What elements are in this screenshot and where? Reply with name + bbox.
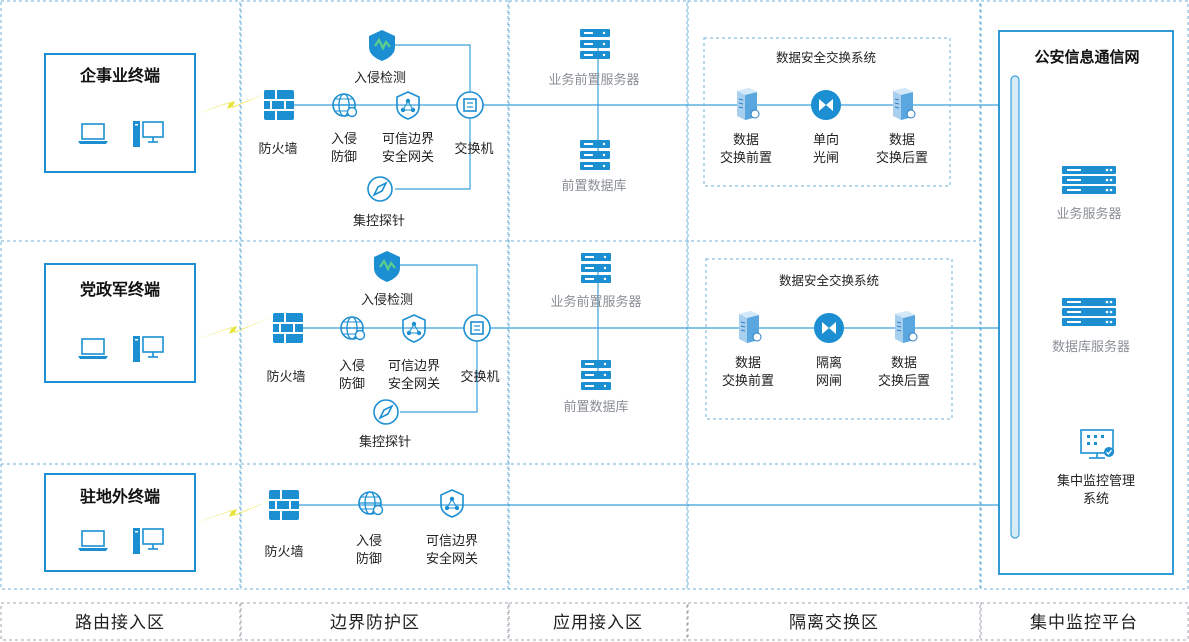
zone-border: 边界防护区 bbox=[330, 613, 420, 633]
probe-label: 集控探针 bbox=[353, 213, 405, 229]
front-database-label: 前置数据库 bbox=[563, 399, 628, 415]
firewall-label: 防火墙 bbox=[264, 544, 303, 560]
firewall-icon bbox=[268, 489, 300, 521]
exchange-system-2: 数据安全交换系统 数据 交换前置 隔离 网闸 数据 交换后置 bbox=[705, 258, 953, 420]
exchange-front-label-1: 数据 bbox=[735, 356, 761, 371]
exchange-front-label-2: 交换前置 bbox=[720, 150, 772, 166]
wireless-link-icon bbox=[192, 500, 272, 524]
zone-app-access: 应用接入区 bbox=[553, 613, 643, 633]
intrusion-prevention-icon bbox=[358, 491, 384, 516]
border-row-1: 入侵检测 防火墙 入侵 防御 可信边界 安全网关 交换机 集控探针 bbox=[258, 28, 494, 229]
exchange-front-label-1: 数据 bbox=[733, 133, 759, 148]
front-database-label: 前置数据库 bbox=[561, 178, 626, 194]
zone-monitor: 集中监控平台 bbox=[1030, 613, 1138, 633]
firewall-label: 防火墙 bbox=[258, 141, 297, 157]
security-gateway-label-2: 安全网关 bbox=[382, 149, 434, 165]
exchange-system-1: 数据安全交换系统 数据 交换前置 单向 光闸 数据 交换后置 bbox=[703, 37, 951, 187]
monitor-system-label-2: 系统 bbox=[1083, 492, 1109, 507]
front-server-label: 业务前置服务器 bbox=[550, 294, 641, 310]
security-gateway-label-1: 可信边界 bbox=[382, 132, 434, 147]
exchange-back-label-1: 数据 bbox=[891, 356, 917, 371]
exchange-back-icon bbox=[894, 310, 918, 344]
optical-gate-icon bbox=[811, 90, 841, 120]
switch-icon bbox=[456, 91, 484, 119]
border-row-2: 入侵检测 防火墙 入侵 防御 可信边界 安全网关 交换机 集控探针 bbox=[266, 249, 500, 450]
probe-icon bbox=[373, 399, 399, 425]
terminal-offsite: 驻地外终端 bbox=[44, 473, 196, 572]
intrusion-detection-icon bbox=[367, 28, 397, 63]
switch-label: 交换机 bbox=[460, 369, 499, 385]
firewall-icon bbox=[263, 89, 295, 121]
intrusion-detection-icon bbox=[372, 249, 402, 284]
switch-icon bbox=[463, 314, 491, 342]
exchange-front-label-2: 交换前置 bbox=[722, 373, 774, 389]
intrusion-prevention-label-1: 入侵 bbox=[331, 131, 357, 147]
terminal-government: 党政军终端 bbox=[44, 263, 196, 383]
front-server-icon bbox=[580, 29, 610, 59]
intrusion-detection-label: 入侵检测 bbox=[361, 292, 413, 308]
intrusion-detection-label: 入侵检测 bbox=[354, 70, 406, 86]
monitor-system-icon bbox=[1080, 429, 1115, 459]
business-server-label: 业务服务器 bbox=[1056, 206, 1121, 222]
monitor-system-label-1: 集中监控管理 bbox=[1057, 473, 1135, 489]
security-gateway-label-2: 安全网关 bbox=[426, 551, 478, 567]
border-row-3: 防火墙 入侵 防御 可信边界 安全网关 bbox=[264, 489, 478, 567]
probe-label: 集控探针 bbox=[359, 434, 411, 450]
wireless-link-icon bbox=[190, 92, 270, 116]
isolation-gate-icon bbox=[814, 313, 844, 343]
security-gateway-label-1: 可信边界 bbox=[388, 359, 440, 374]
intrusion-prevention-icon bbox=[332, 93, 358, 118]
exchange-back-label-2: 交换后置 bbox=[878, 373, 930, 389]
network-bus bbox=[1010, 75, 1020, 539]
optical-gate-label-2: 光闸 bbox=[813, 151, 839, 166]
probe-icon bbox=[367, 176, 393, 202]
terminal-title: 党政军终端 bbox=[80, 280, 160, 299]
intrusion-prevention-label-1: 入侵 bbox=[339, 358, 365, 374]
intrusion-prevention-label-2: 防御 bbox=[331, 149, 357, 165]
intrusion-prevention-label-2: 防御 bbox=[339, 376, 365, 392]
terminal-title: 驻地外终端 bbox=[80, 487, 160, 506]
exchange-back-label-2: 交换后置 bbox=[876, 150, 928, 166]
switch-label: 交换机 bbox=[454, 141, 493, 157]
front-server-icon bbox=[581, 253, 611, 283]
terminal-enterprise: 企事业终端 bbox=[44, 53, 196, 173]
front-server-label: 业务前置服务器 bbox=[548, 72, 639, 88]
front-database-icon bbox=[580, 140, 610, 170]
intrusion-prevention-icon bbox=[340, 316, 366, 341]
business-server-icon bbox=[1062, 166, 1116, 194]
database-server-label: 数据库服务器 bbox=[1052, 339, 1130, 355]
optical-gate-label-1: 单向 bbox=[813, 132, 839, 148]
zone-isolation: 隔离交换区 bbox=[789, 613, 879, 633]
intrusion-prevention-label-2: 防御 bbox=[356, 551, 382, 567]
security-gateway-icon bbox=[440, 489, 464, 518]
intrusion-prevention-label-1: 入侵 bbox=[356, 533, 382, 549]
terminal-title: 企事业终端 bbox=[79, 66, 160, 85]
security-gateway-label-2: 安全网关 bbox=[388, 376, 440, 392]
security-gateway-label-1: 可信边界 bbox=[426, 534, 478, 549]
front-database-icon bbox=[581, 360, 611, 390]
police-network-title: 公安信息通信网 bbox=[1034, 48, 1139, 66]
zone-frames bbox=[0, 0, 1189, 590]
exchange-back-icon bbox=[892, 87, 916, 121]
exchange-front-icon bbox=[738, 310, 762, 344]
exchange-system-title: 数据安全交换系统 bbox=[779, 273, 879, 288]
firewall-label: 防火墙 bbox=[266, 369, 305, 385]
exchange-front-icon bbox=[736, 87, 760, 121]
police-network: 公安信息通信网 业务服务器 数据库服务器 集中监控管理 系统 bbox=[998, 30, 1174, 575]
app-access-row-2: 业务前置服务器 前置数据库 bbox=[550, 253, 642, 415]
isolation-gate-label-1: 隔离 bbox=[816, 355, 842, 371]
zone-label-bar: 路由接入区 边界防护区 应用接入区 隔离交换区 集中监控平台 bbox=[0, 602, 1189, 641]
isolation-gate-label-2: 网闸 bbox=[816, 374, 842, 389]
firewall-icon bbox=[272, 312, 304, 344]
database-server-icon bbox=[1062, 298, 1116, 326]
app-access-row-1: 业务前置服务器 前置数据库 bbox=[548, 29, 640, 194]
exchange-back-label-1: 数据 bbox=[889, 133, 915, 148]
wireless-link-icon bbox=[192, 317, 272, 341]
zone-routing: 路由接入区 bbox=[75, 613, 165, 633]
exchange-system-title: 数据安全交换系统 bbox=[776, 50, 876, 65]
